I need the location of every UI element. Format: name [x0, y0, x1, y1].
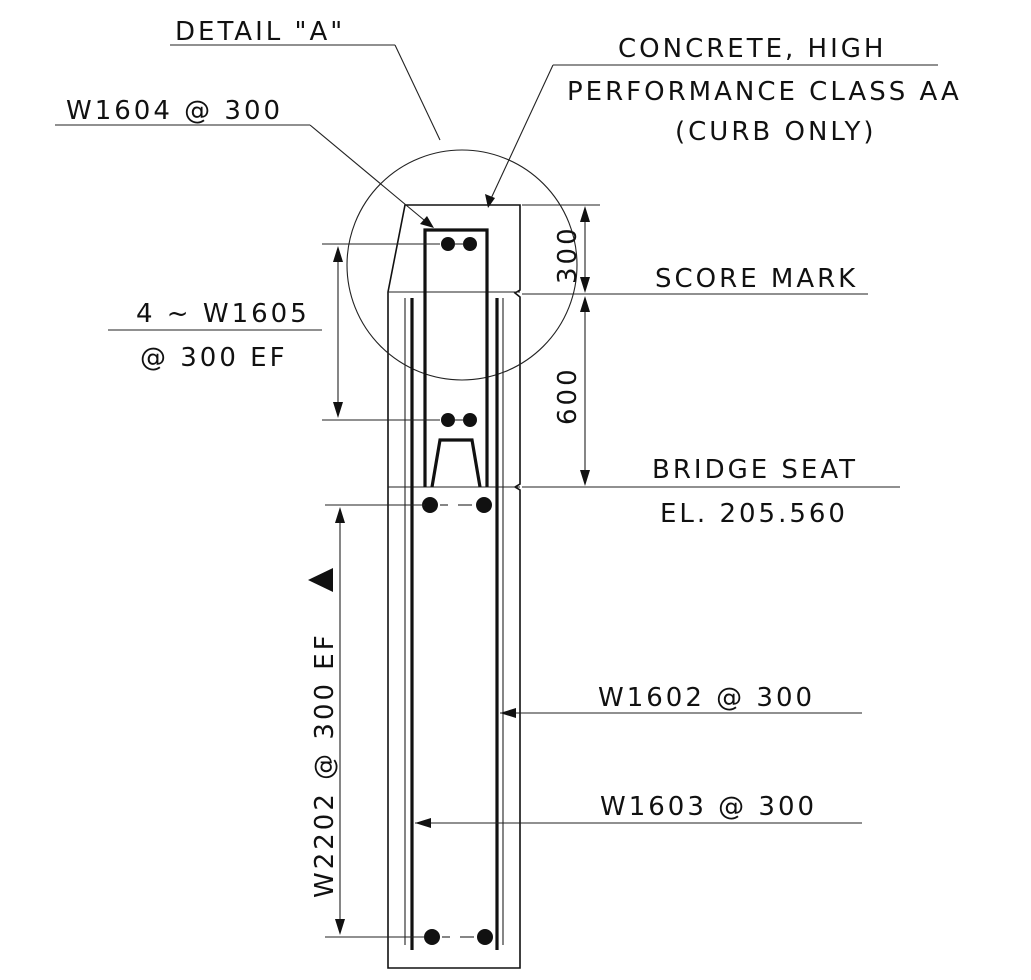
detail-a-circle [346, 149, 578, 381]
bridge-seat-label-line2: EL. 205.560 [660, 499, 848, 529]
concrete-outline [387, 204, 521, 969]
w1604-label: W1604 @ 300 [66, 96, 283, 126]
wall-bars [404, 298, 504, 950]
concrete-label-line1: CONCRETE, HIGH [618, 34, 886, 64]
detail-a-label: DETAIL "A" [175, 17, 345, 47]
curb-stirrup [423, 228, 489, 488]
w1603-label: W1603 @ 300 [600, 792, 817, 822]
bridge-seat-label-line1: BRIDGE SEAT [652, 455, 858, 485]
filled-triangle-icon [308, 568, 333, 592]
concrete-label-line3: (CURB ONLY) [675, 117, 876, 147]
dim-300-label: 300 [553, 225, 583, 284]
leaders [55, 44, 938, 938]
bar-section-dots [422, 237, 493, 945]
w2202-label: W2202 @ 300 EF [310, 632, 340, 898]
w1605-label-line1: 4 ~ W1605 [136, 299, 310, 329]
w1605-label-line2: @ 300 EF [140, 343, 288, 373]
w1602-label: W1602 @ 300 [598, 683, 815, 713]
score-mark-label: SCORE MARK [655, 264, 858, 294]
dim-600-label: 600 [553, 366, 583, 425]
concrete-label-line2: PERFORMANCE CLASS AA [567, 77, 962, 107]
